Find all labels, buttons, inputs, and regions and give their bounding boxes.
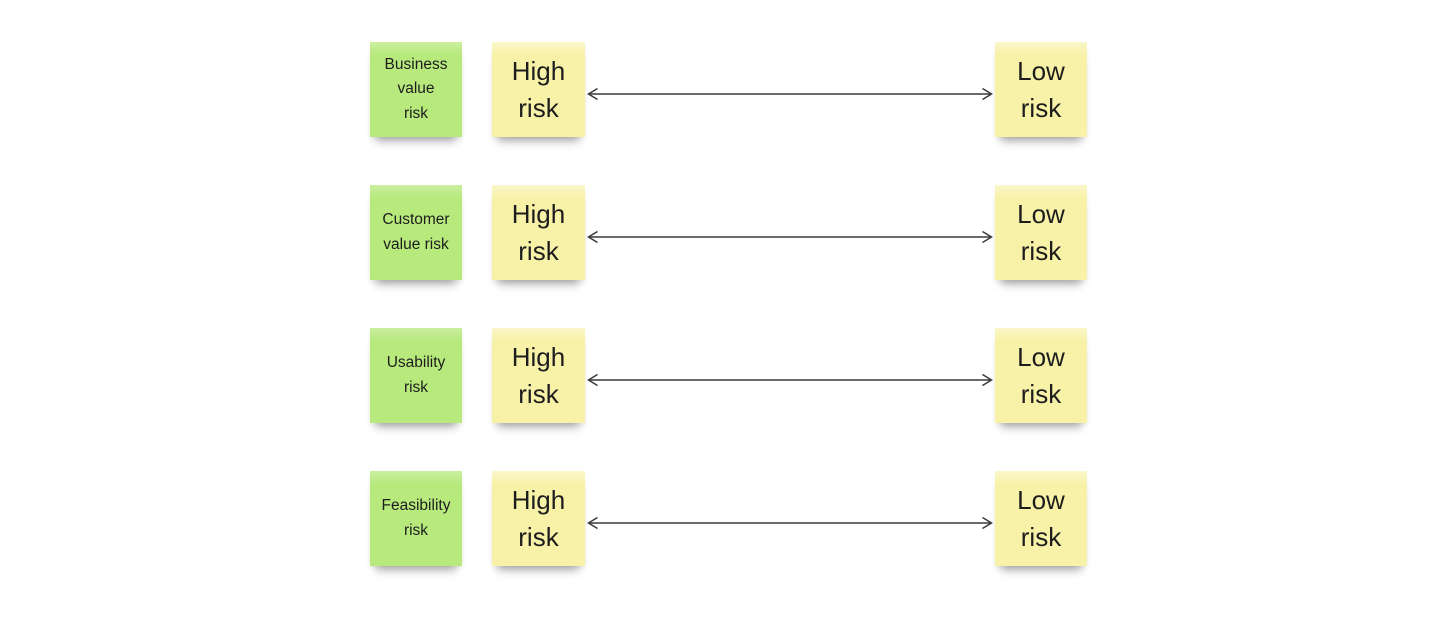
category-note: Usability risk (370, 328, 462, 423)
low-risk-label: Low risk (1017, 341, 1065, 409)
category-note-label: Feasibility risk (381, 497, 451, 539)
double-arrow (587, 230, 993, 244)
low-risk-note: Low risk (995, 42, 1087, 137)
category-note-label: Usability risk (386, 354, 446, 396)
category-note: Business value risk (370, 42, 462, 137)
high-risk-note: High risk (492, 185, 585, 280)
risk-row-customer-value: Customer value risk High risk Low risk (0, 185, 1456, 280)
low-risk-label: Low risk (1017, 198, 1065, 266)
double-arrow (587, 373, 993, 387)
double-arrow (587, 516, 993, 530)
high-risk-note: High risk (492, 471, 585, 566)
category-note: Customer value risk (370, 185, 462, 280)
high-risk-label: High risk (511, 341, 566, 409)
high-risk-label: High risk (511, 484, 566, 552)
low-risk-label: Low risk (1017, 55, 1065, 123)
high-risk-note: High risk (492, 328, 585, 423)
high-risk-label: High risk (511, 55, 566, 123)
high-risk-label: High risk (511, 198, 566, 266)
double-arrow (587, 87, 993, 101)
low-risk-label: Low risk (1017, 484, 1065, 552)
low-risk-note: Low risk (995, 185, 1087, 280)
category-note-label: Business value risk (384, 56, 448, 122)
risk-row-usability: Usability risk High risk Low risk (0, 328, 1456, 423)
low-risk-note: Low risk (995, 328, 1087, 423)
risk-row-business-value: Business value risk High risk Low risk (0, 42, 1456, 137)
high-risk-note: High risk (492, 42, 585, 137)
category-note-label: Customer value risk (382, 211, 450, 253)
category-note: Feasibility risk (370, 471, 462, 566)
risk-row-feasibility: Feasibility risk High risk Low risk (0, 471, 1456, 566)
low-risk-note: Low risk (995, 471, 1087, 566)
